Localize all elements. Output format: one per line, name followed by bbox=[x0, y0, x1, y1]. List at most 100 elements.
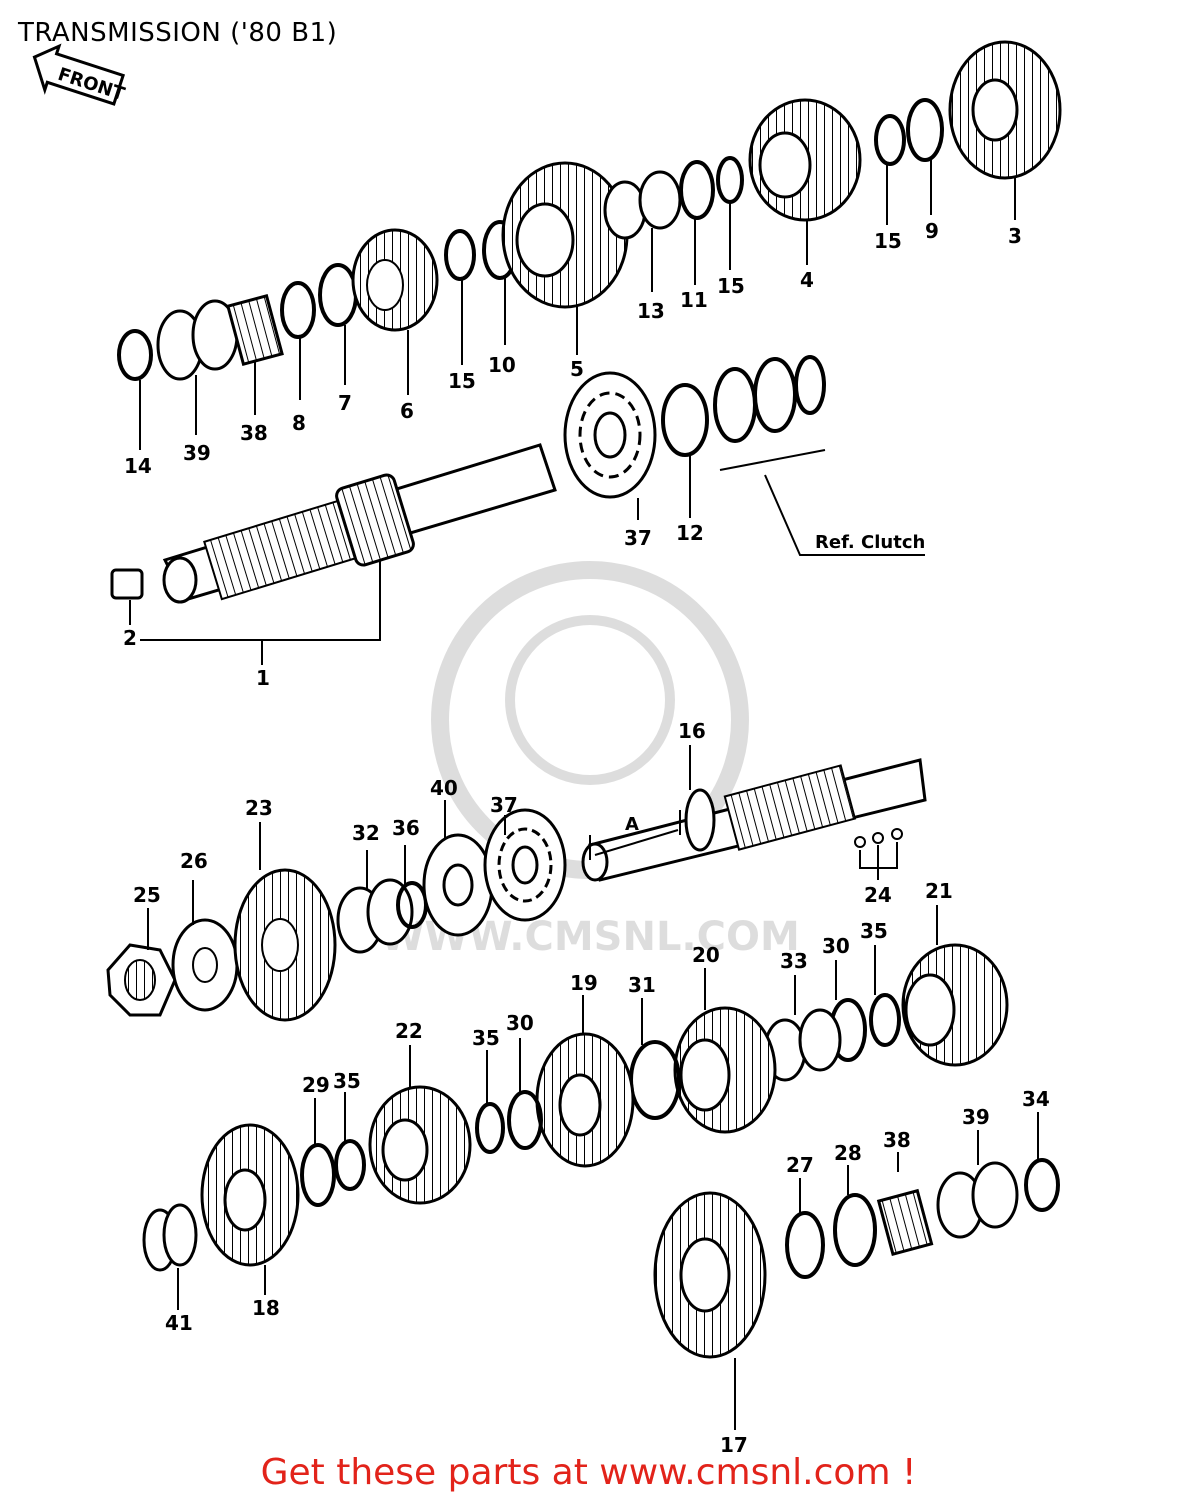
callout-30a: 30 bbox=[822, 934, 850, 958]
washer-9 bbox=[906, 98, 944, 162]
gear-3 bbox=[948, 40, 1062, 180]
callout-10: 10 bbox=[488, 353, 516, 377]
bush-39 bbox=[156, 299, 239, 381]
callout-23: 23 bbox=[245, 796, 273, 820]
callout-35c: 35 bbox=[333, 1069, 361, 1093]
seal-41 bbox=[142, 1203, 198, 1272]
callout-35a: 35 bbox=[860, 919, 888, 943]
callout-35b: 35 bbox=[472, 1026, 500, 1050]
callout-22: 22 bbox=[395, 1019, 423, 1043]
gear-4 bbox=[748, 98, 862, 222]
callout-6: 6 bbox=[400, 399, 414, 423]
ref-clutch-text: Ref. Clutch bbox=[815, 532, 925, 553]
callout-9: 9 bbox=[925, 219, 939, 243]
dimension-a-label: A bbox=[625, 814, 639, 835]
bush-39b bbox=[936, 1161, 1019, 1239]
gear-17 bbox=[653, 1191, 767, 1359]
gear-6 bbox=[351, 228, 439, 332]
washer-28 bbox=[833, 1193, 877, 1267]
callout-3: 3 bbox=[1008, 224, 1022, 248]
callout-33: 33 bbox=[780, 949, 808, 973]
callout-30b: 30 bbox=[506, 1011, 534, 1035]
ball-bearing-37b bbox=[483, 808, 567, 922]
dimension-a bbox=[589, 810, 681, 860]
callout-13: 13 bbox=[637, 299, 665, 323]
sprocket-23 bbox=[233, 868, 337, 1022]
washer-8 bbox=[280, 281, 316, 339]
needle-bearing-2 bbox=[110, 568, 144, 600]
ring-b bbox=[753, 357, 797, 433]
callout-16: 16 bbox=[678, 719, 706, 743]
callout-labels: 1 2 3 4 5 6 7 8 9 10 11 12 13 14 15 15 1… bbox=[123, 219, 1050, 1457]
output-shaft bbox=[581, 758, 927, 882]
circlip-15b bbox=[716, 156, 744, 204]
leader-lines-top bbox=[129, 160, 1016, 665]
callout-14: 14 bbox=[124, 454, 152, 478]
circlip-35a bbox=[869, 993, 901, 1047]
callout-21: 21 bbox=[925, 879, 953, 903]
needle-bearing-38b bbox=[876, 1188, 934, 1257]
callout-15a: 15 bbox=[448, 369, 476, 393]
gear-20 bbox=[673, 1006, 777, 1134]
callout-15b: 15 bbox=[717, 274, 745, 298]
gear-19 bbox=[535, 1032, 635, 1168]
gear-18 bbox=[200, 1123, 300, 1267]
callout-15c: 15 bbox=[874, 229, 902, 253]
diagram-title: TRANSMISSION ('80 B1) bbox=[18, 18, 338, 48]
ball-bearing-37a bbox=[563, 371, 657, 499]
callout-7: 7 bbox=[338, 391, 352, 415]
callout-36: 36 bbox=[392, 816, 420, 840]
circlip-34 bbox=[1024, 1158, 1060, 1212]
gear-5 bbox=[501, 161, 629, 309]
circlip-35b bbox=[475, 1102, 505, 1154]
gear-22 bbox=[368, 1085, 472, 1205]
leader-lines-bottom bbox=[147, 745, 1039, 1430]
callout-17: 17 bbox=[720, 1433, 748, 1457]
callout-20: 20 bbox=[692, 943, 720, 967]
washer-30b bbox=[507, 1090, 543, 1150]
main-shaft bbox=[162, 443, 557, 604]
callout-26: 26 bbox=[180, 849, 208, 873]
callout-38b: 38 bbox=[883, 1128, 911, 1152]
callout-1: 1 bbox=[256, 666, 270, 690]
circlip-15a bbox=[444, 229, 476, 281]
balls-bracket bbox=[859, 842, 898, 880]
ref-clutch-pointer bbox=[764, 474, 925, 556]
callout-19: 19 bbox=[570, 971, 598, 995]
circlip-35c bbox=[334, 1139, 366, 1191]
callout-41: 41 bbox=[165, 1311, 193, 1335]
callout-40: 40 bbox=[430, 776, 458, 800]
oil-seal-40 bbox=[422, 833, 494, 937]
circlip-end bbox=[794, 355, 826, 415]
callout-39a: 39 bbox=[183, 441, 211, 465]
footer-link[interactable]: Get these parts at www.cmsnl.com ! bbox=[260, 1452, 917, 1493]
washer-7 bbox=[318, 263, 358, 327]
circlip-14 bbox=[117, 329, 153, 381]
callout-34: 34 bbox=[1022, 1087, 1050, 1111]
oil-seal-12 bbox=[661, 383, 709, 457]
callout-37a: 37 bbox=[624, 526, 652, 550]
callout-4: 4 bbox=[800, 268, 814, 292]
callout-32: 32 bbox=[352, 821, 380, 845]
nut-25 bbox=[106, 943, 177, 1017]
washer-27 bbox=[785, 1211, 825, 1279]
needle-bearing-38 bbox=[226, 294, 284, 366]
callout-11: 11 bbox=[680, 288, 708, 312]
callout-12: 12 bbox=[676, 521, 704, 545]
callout-27: 27 bbox=[786, 1153, 814, 1177]
washer-29 bbox=[300, 1143, 336, 1207]
bush-13 bbox=[603, 170, 682, 240]
circlip-15c bbox=[874, 114, 906, 166]
callout-25: 25 bbox=[133, 883, 161, 907]
callout-2: 2 bbox=[123, 626, 137, 650]
callout-8: 8 bbox=[292, 411, 306, 435]
callout-28: 28 bbox=[834, 1141, 862, 1165]
callout-24: 24 bbox=[864, 883, 892, 907]
washer-11 bbox=[679, 160, 715, 220]
ref-clutch-leader bbox=[719, 449, 826, 471]
gear-21 bbox=[901, 943, 1009, 1067]
callout-39b: 39 bbox=[962, 1105, 990, 1129]
ring-a bbox=[713, 367, 757, 443]
callout-37b: 37 bbox=[490, 793, 518, 817]
